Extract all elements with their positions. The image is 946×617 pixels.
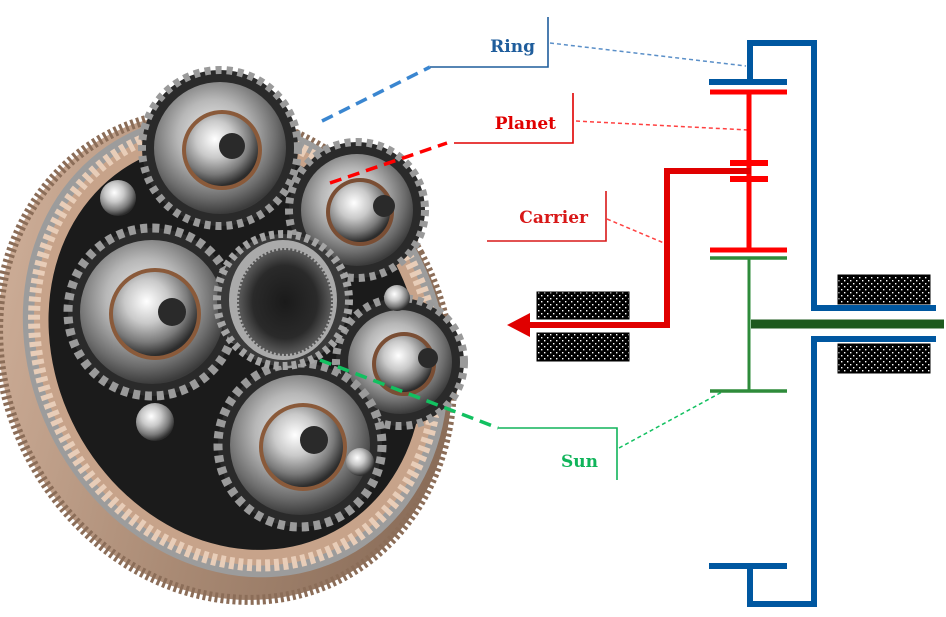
carrier-callout: Carrier [487, 191, 665, 244]
ring-schematic-leader [549, 42, 747, 67]
ring-schematic [709, 40, 936, 607]
output-arrow-icon [507, 313, 530, 337]
planet-gear-top [138, 66, 302, 230]
carrier-label-bracket [487, 191, 607, 242]
carrier-pin [384, 285, 410, 311]
ring-label-bracket [430, 17, 549, 68]
planet-schematic-leader [575, 120, 749, 131]
bearing-left-top [536, 291, 630, 320]
bearing-right-top [837, 274, 931, 305]
planet-gear-left [63, 223, 241, 401]
ring-photo-leader [321, 65, 431, 123]
sun-schematic [710, 256, 787, 393]
planet-label-bracket [454, 93, 574, 144]
carrier-pin [346, 448, 374, 476]
planet-label: Planet [495, 114, 556, 134]
sun-schematic-leader [618, 391, 723, 449]
planet-schematic [710, 89, 787, 253]
sun-photo-leader [319, 358, 499, 430]
ring-label: Ring [490, 37, 535, 57]
carrier-schematic-leader [606, 218, 665, 244]
planet-callout: Planet [329, 93, 749, 185]
planet-photo-leader [329, 141, 448, 185]
carrier-pin [100, 180, 136, 216]
planet-gear-bottom [213, 358, 387, 532]
ring-gear-teeth-texture [0, 107, 458, 605]
sun-gear [213, 230, 353, 370]
carrier-label: Carrier [519, 208, 589, 228]
ring-callout: Ring [321, 17, 747, 123]
carrier-schematic [530, 168, 751, 328]
ring-upper-member [747, 40, 936, 311]
ring-lower-member [747, 336, 936, 607]
sun-callout: Sun [319, 358, 723, 480]
sun-label: Sun [561, 452, 598, 472]
sun-label-bracket [498, 427, 618, 480]
bearing-left-bottom [536, 332, 630, 362]
bearing-right-bottom [837, 343, 931, 374]
carrier-pin [136, 403, 174, 441]
carrier-arm [530, 168, 751, 328]
